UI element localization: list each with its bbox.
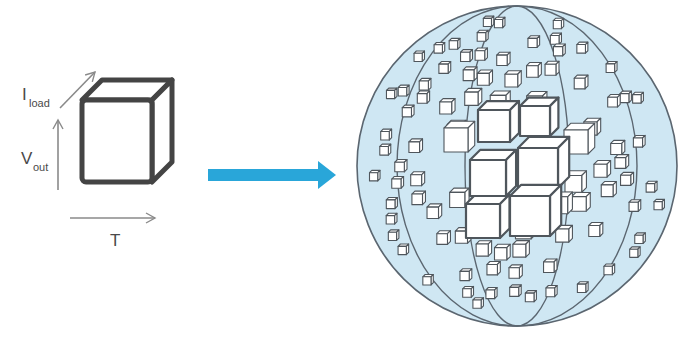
small-cube bbox=[545, 61, 559, 75]
small-cube bbox=[475, 48, 487, 60]
small-cube bbox=[478, 101, 519, 142]
small-cube bbox=[463, 286, 474, 297]
small-cube bbox=[398, 244, 409, 255]
small-cube bbox=[494, 244, 510, 260]
small-cube bbox=[380, 144, 391, 155]
small-cube bbox=[577, 282, 588, 293]
small-cube bbox=[550, 33, 561, 44]
small-cube bbox=[633, 92, 644, 103]
small-cube bbox=[601, 182, 616, 197]
small-cube bbox=[594, 161, 611, 178]
small-cube bbox=[553, 44, 565, 56]
small-cube bbox=[483, 16, 493, 26]
small-cube bbox=[477, 70, 492, 85]
small-cube bbox=[544, 259, 557, 272]
small-cube bbox=[509, 265, 522, 278]
small-cube bbox=[518, 137, 569, 188]
small-cube bbox=[460, 269, 472, 281]
small-cube bbox=[546, 285, 557, 296]
small-cube bbox=[476, 241, 491, 256]
small-cube bbox=[449, 38, 460, 49]
small-cube bbox=[412, 191, 426, 205]
small-cube bbox=[606, 62, 617, 73]
small-cube bbox=[574, 75, 588, 89]
small-cube bbox=[621, 172, 634, 185]
small-cube bbox=[463, 67, 477, 81]
small-cube bbox=[423, 274, 433, 284]
axis-subscript: out bbox=[33, 162, 48, 173]
axis-label: V bbox=[21, 150, 32, 167]
small-cube bbox=[402, 105, 414, 117]
small-cube bbox=[409, 139, 423, 153]
small-cube bbox=[392, 176, 404, 188]
vout-axis bbox=[57, 120, 59, 190]
small-cube bbox=[615, 155, 629, 169]
small-cube bbox=[629, 200, 641, 212]
single-cube bbox=[82, 80, 172, 182]
small-cube bbox=[461, 50, 473, 62]
small-cube bbox=[510, 285, 522, 297]
t-axis bbox=[70, 217, 155, 219]
small-cube bbox=[444, 121, 475, 152]
small-cube bbox=[466, 194, 510, 238]
small-cube bbox=[572, 193, 591, 212]
small-cube bbox=[386, 197, 397, 208]
small-cube bbox=[486, 288, 497, 299]
small-cube bbox=[505, 71, 521, 87]
small-cube bbox=[388, 230, 399, 241]
small-cube bbox=[525, 291, 536, 302]
small-cube bbox=[437, 231, 451, 245]
small-cube bbox=[395, 160, 407, 172]
small-cube bbox=[434, 42, 445, 53]
small-cube bbox=[411, 172, 425, 186]
small-cube bbox=[381, 129, 392, 140]
small-cube bbox=[589, 222, 603, 236]
small-cube bbox=[630, 247, 640, 257]
axis-subscript: load bbox=[29, 98, 50, 109]
sphere bbox=[357, 6, 677, 326]
small-cube bbox=[427, 204, 442, 219]
small-cube bbox=[577, 42, 588, 53]
small-cube bbox=[646, 181, 657, 192]
small-cube bbox=[465, 88, 482, 105]
small-cube bbox=[398, 85, 409, 96]
small-cube bbox=[440, 99, 455, 114]
small-cube bbox=[510, 185, 561, 236]
small-cube bbox=[473, 298, 484, 309]
small-cube bbox=[513, 241, 529, 257]
small-cube bbox=[611, 140, 625, 154]
small-cube bbox=[608, 95, 620, 107]
small-cube bbox=[553, 18, 563, 28]
small-cube bbox=[414, 51, 424, 61]
small-cube bbox=[417, 91, 429, 103]
small-cube bbox=[528, 36, 540, 48]
small-cube bbox=[370, 170, 381, 181]
axis-label: T bbox=[110, 232, 120, 249]
small-cube bbox=[620, 91, 631, 102]
small-cube bbox=[654, 199, 664, 209]
small-cube bbox=[494, 17, 505, 28]
small-cube bbox=[386, 213, 397, 224]
small-cube bbox=[497, 52, 510, 65]
small-cube bbox=[419, 78, 431, 90]
transform-arrow bbox=[208, 161, 336, 189]
small-cube bbox=[520, 98, 558, 136]
small-cube bbox=[633, 135, 645, 147]
small-cube bbox=[477, 30, 488, 41]
small-cube bbox=[604, 264, 615, 275]
small-cube bbox=[439, 62, 451, 74]
small-cube bbox=[470, 150, 516, 196]
axis-label: I bbox=[22, 86, 27, 103]
small-cube bbox=[527, 62, 542, 77]
small-cube bbox=[487, 262, 500, 275]
small-cube bbox=[386, 88, 396, 98]
small-cube bbox=[635, 233, 646, 244]
